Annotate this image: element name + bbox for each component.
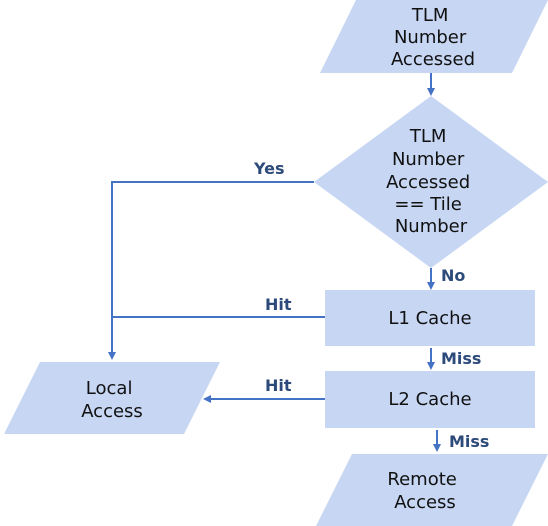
edge-label-no: No: [441, 266, 465, 285]
node-remote-access-line-1: Remote: [387, 469, 456, 490]
node-remote-access-line-2: Access: [394, 492, 456, 513]
node-local-access: Local Access: [4, 362, 220, 434]
node-local-access-line-2: Access: [81, 401, 143, 422]
node-tlm-number-accessed-line-3: Accessed: [391, 49, 475, 70]
node-decision-line-5: Number: [395, 216, 468, 237]
node-l2-cache: L2 Cache: [325, 371, 535, 428]
edge-label-l2-hit: Hit: [265, 376, 292, 395]
node-tlm-number-accessed-line-1: TLM: [411, 5, 449, 26]
svg-text:Local Access: Local Access: [81, 378, 143, 422]
node-decision: TLM Number Accessed == Tile Number: [314, 96, 548, 268]
node-l1-cache-label: L1 Cache: [388, 308, 471, 329]
edge-label-l2-miss: Miss: [449, 432, 489, 451]
node-decision-line-2: Number: [392, 149, 465, 170]
node-l1-cache: L1 Cache: [325, 290, 535, 346]
edge-label-yes: Yes: [253, 159, 285, 178]
node-tlm-number-accessed: TLM Number Accessed: [320, 0, 548, 73]
node-decision-line-4: == Tile: [394, 194, 461, 215]
edge-decision-yes: [108, 181, 314, 360]
svg-text:TLM Number Accesse: TLM Number Accessed == Tile Number: [386, 126, 476, 237]
svg-text:Remote Access: Remote Access: [387, 469, 462, 513]
svg-text:L1 Cache: L1 Cache: [388, 308, 471, 329]
svg-text:TLM Number Accesse: TLM Number Accessed: [391, 5, 475, 70]
node-tlm-number-accessed-line-2: Number: [394, 27, 467, 48]
node-decision-line-3: Accessed: [386, 172, 470, 193]
node-remote-access: Remote Access: [316, 454, 548, 526]
edge-label-l1-hit: Hit: [265, 295, 292, 314]
connectors: [108, 73, 441, 452]
node-local-access-line-1: Local: [86, 378, 133, 399]
edge-labels: Yes No Hit Miss Hit Miss: [253, 159, 489, 451]
node-decision-line-1: TLM: [409, 126, 447, 147]
svg-text:L2 Cache: L2 Cache: [388, 389, 471, 410]
edge-label-l1-miss: Miss: [441, 349, 481, 368]
node-l2-cache-label: L2 Cache: [388, 389, 471, 410]
